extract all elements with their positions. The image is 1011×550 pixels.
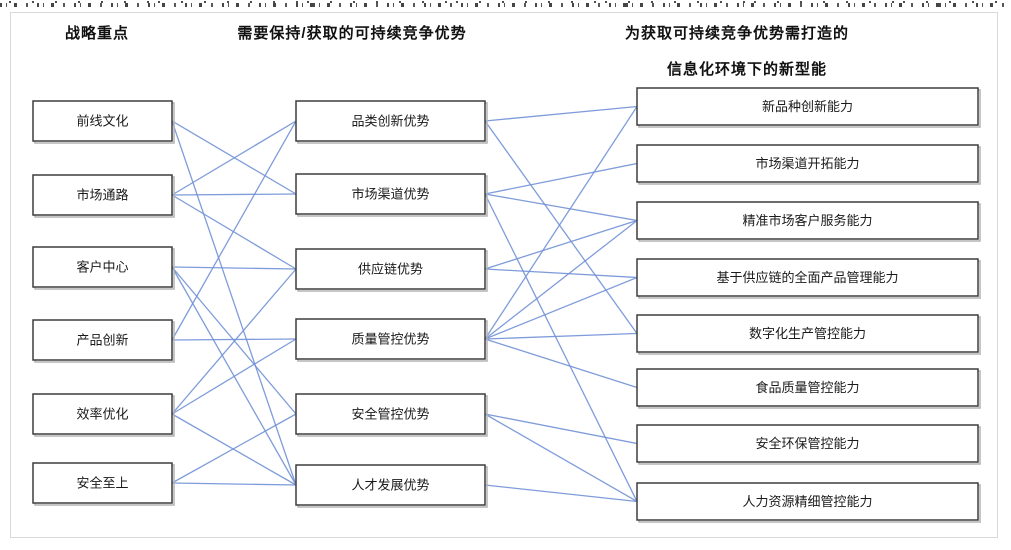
box-label: 市场渠道开拓能力 [755, 156, 859, 171]
strategy-focus-box-3: 产品创新 [32, 319, 175, 363]
connector-advantage0-capability4 [484, 120, 638, 334]
box-rect [32, 174, 173, 216]
column-header-strategy: 战略重点 [64, 25, 130, 42]
connector-strategy0-advantage5 [171, 120, 297, 486]
clipped-text-fragments [0, 0, 1011, 7]
box-rect [636, 258, 979, 297]
box-rect [295, 100, 486, 142]
box-label: 产品创新 [76, 333, 128, 348]
column-header-capabilities-line2: 信息化环境下的新型能 [666, 61, 828, 78]
new-capabilities-box-7: 人力资源精细管控能力 [636, 482, 981, 523]
box-rect [636, 87, 979, 126]
strategy-focus-box-1: 市场通路 [32, 174, 175, 218]
new-capabilities-box-4: 数字化生产管控能力 [636, 314, 981, 355]
connector-strategy4-advantage3 [171, 338, 297, 415]
box-label: 安全至上 [76, 476, 128, 491]
box-rect [295, 173, 486, 215]
connector-strategy2-advantage2 [171, 266, 297, 270]
new-capabilities-box-0: 新品种创新能力 [636, 87, 981, 128]
connector-strategy1-advantage2 [171, 194, 297, 270]
connector-advantage1-capability7 [484, 193, 638, 502]
connector-strategy3-advantage3 [171, 338, 297, 341]
box-label: 市场通路 [76, 188, 128, 203]
connector-advantage2-capability3 [484, 268, 638, 279]
box-rect [636, 482, 979, 521]
box-label: 品类创新优势 [351, 114, 429, 129]
connector-advantage4-capability7 [484, 413, 638, 503]
sustainable-advantages-box-3: 质量管控优势 [295, 318, 488, 362]
column-header-advantages: 需要保持/获取的可持续竞争优势 [237, 25, 467, 42]
column-header-capabilities-line1: 为获取可持续竞争优势需打造的 [624, 25, 850, 42]
connector-advantage2-capability2 [484, 219, 638, 270]
box-rect [295, 464, 486, 506]
box-rect [636, 201, 979, 240]
connector-advantage5-capability7 [484, 484, 638, 503]
box-label: 市场渠道优势 [351, 187, 429, 202]
box-rect [636, 424, 979, 463]
box-label: 人力资源精细管控能力 [742, 494, 872, 509]
strategy-focus-box-5: 安全至上 [32, 462, 175, 506]
box-rect [636, 368, 979, 407]
strategy-focus-box-2: 客户中心 [32, 246, 175, 290]
box-rect [32, 319, 173, 361]
box-rect [636, 144, 979, 183]
box-label: 新品种创新能力 [762, 99, 853, 114]
box-rect [32, 462, 173, 504]
connector-advantage4-capability6 [484, 413, 638, 445]
new-capabilities-box-6: 安全环保管控能力 [636, 424, 981, 465]
sustainable-advantages-box-1: 市场渠道优势 [295, 173, 488, 217]
connector-advantage3-capability4 [484, 332, 638, 340]
box-label: 安全环保管控能力 [755, 436, 859, 451]
box-label: 效率优化 [76, 407, 128, 422]
connector-strategy3-advantage0 [171, 120, 297, 341]
new-capabilities-box-3: 基于供应链的全面产品管理能力 [636, 258, 981, 299]
box-rect [32, 100, 173, 142]
new-capabilities-box-2: 精准市场客户服务能力 [636, 201, 981, 242]
connector-strategy1-advantage0 [171, 120, 297, 196]
box-label: 基于供应链的全面产品管理能力 [716, 270, 898, 285]
box-rect [295, 318, 486, 360]
connector-advantage1-capability1 [484, 162, 638, 195]
connector-advantage3-capability3 [484, 276, 638, 340]
connector-advantage3-capability2 [484, 219, 638, 340]
box-label: 质量管控优势 [351, 332, 429, 347]
box-rect [636, 314, 979, 353]
box-label: 人才发展优势 [351, 478, 429, 493]
box-label: 数字化生产管控能力 [749, 326, 866, 341]
box-rect [295, 393, 486, 435]
box-rect [32, 393, 173, 435]
box-label: 安全管控优势 [351, 407, 429, 422]
connector-advantage1-capability2 [484, 193, 638, 222]
connector-strategy4-advantage2 [171, 268, 297, 415]
strategy-focus-box-0: 前线文化 [32, 100, 175, 144]
connector-strategy1-advantage1 [171, 193, 297, 196]
connector-advantage0-capability0 [484, 105, 638, 122]
new-capabilities-box-1: 市场渠道开拓能力 [636, 144, 981, 185]
connector-advantage3-capability0 [484, 106, 638, 340]
box-rect [32, 246, 173, 288]
box-rect [295, 248, 486, 290]
connector-advantage3-capability5 [484, 338, 638, 389]
box-label: 精准市场客户服务能力 [742, 213, 872, 228]
box-label: 客户中心 [76, 260, 128, 275]
sustainable-advantages-box-5: 人才发展优势 [295, 464, 488, 508]
sustainable-advantages-box-0: 品类创新优势 [295, 100, 488, 144]
connector-strategy4-advantage5 [171, 413, 297, 486]
new-capabilities-box-5: 食品质量管控能力 [636, 368, 981, 409]
box-label: 前线文化 [76, 114, 128, 129]
box-label: 食品质量管控能力 [755, 380, 859, 395]
connector-strategy5-advantage4 [171, 413, 297, 484]
box-label: 供应链优势 [358, 262, 423, 277]
sustainable-advantages-box-2: 供应链优势 [295, 248, 488, 292]
strategy-focus-box-4: 效率优化 [32, 393, 175, 437]
sustainable-advantages-box-4: 安全管控优势 [295, 393, 488, 437]
connector-strategy5-advantage5 [171, 482, 297, 486]
